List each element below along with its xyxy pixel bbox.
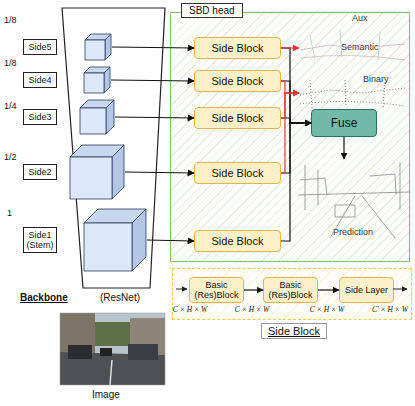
connector-arrow: [343, 137, 344, 159]
process-box: Basic (Res)Block: [189, 277, 244, 303]
edge-sketch: [335, 205, 355, 217]
edge-sketch: [300, 88, 405, 95]
node-label: Side Block: [212, 235, 264, 247]
cube-face: [112, 145, 124, 199]
photo-car: [100, 348, 112, 356]
node-label: Backbone: [20, 292, 68, 303]
edge-sketch: [298, 192, 410, 195]
backbone-stage: Side2: [23, 144, 125, 200]
node-label: SBD head: [181, 3, 243, 18]
edge-sketch: [330, 196, 395, 238]
scale-fraction: 1/4: [4, 101, 17, 111]
backbone-stage: Side5: [23, 33, 112, 61]
cube-face: [85, 40, 105, 60]
group-label: Aux: [352, 13, 368, 23]
edge-sketch: [300, 44, 405, 50]
cube-face: [80, 108, 106, 134]
cube-face: [104, 67, 110, 93]
cube-face: [105, 34, 111, 60]
tensor-dimension: C × H × W: [168, 305, 212, 314]
connector-arrow: [147, 240, 194, 241]
photo-car: [128, 344, 158, 360]
process-box: Side Block: [194, 70, 281, 92]
node-label: Basic (Res)Block: [264, 280, 317, 300]
scale-fraction: 1/8: [4, 15, 17, 25]
aux-connector: [281, 93, 299, 173]
process-box: Basic (Res)Block: [263, 277, 318, 303]
edge-sketch: [300, 55, 405, 60]
tensor-dimension: C × H × W: [230, 305, 274, 314]
output-arrow: [393, 289, 407, 290]
fuse-box: Fuse: [311, 109, 377, 137]
node-label: Side Block: [212, 75, 264, 87]
image-caption: Image: [92, 389, 120, 400]
cube-face: [106, 100, 114, 134]
edge-sketch: [310, 80, 385, 108]
prediction-edge-map: [298, 162, 410, 238]
edge-sketch: [305, 162, 400, 210]
photo-car: [68, 345, 92, 359]
process-box: Side Block: [194, 107, 281, 129]
photo-lane: [110, 360, 112, 385]
backbone-stage: Side4: [23, 66, 111, 94]
connector-arrow: [244, 289, 263, 290]
input-arrow: [176, 289, 187, 290]
node-label: Side Block: [212, 167, 264, 179]
aux-connector: [281, 81, 299, 93]
connector-arrow: [115, 117, 194, 118]
node-label: Side3: [23, 109, 57, 125]
node-label: Side1 (Stem): [23, 227, 57, 253]
node-label: Basic (Res)Block: [190, 280, 243, 300]
tensor-dimension: C' × H × W: [368, 305, 412, 314]
connector-arrow: [111, 80, 194, 81]
output-map: Binary: [299, 73, 409, 113]
backbone-stage: Side3: [23, 99, 115, 135]
connector-arrow: [112, 47, 194, 48]
semantic-edge-map: [300, 30, 405, 60]
trapezoid-outline: [62, 8, 165, 288]
input-photo: [60, 313, 165, 385]
aux-connector: [281, 93, 299, 118]
node-label: Fuse: [331, 116, 358, 130]
output-map: Semantic: [299, 28, 409, 68]
scale-fraction: 1/8: [4, 58, 17, 68]
node-label: Side Layer: [345, 285, 388, 295]
connector-arrow: [318, 289, 339, 290]
node-label: Prediction: [333, 227, 373, 237]
node-label: Side Block: [212, 112, 264, 124]
cube-face: [132, 209, 146, 271]
scale-fraction: 1: [7, 208, 12, 218]
tensor-dimension: C × H × W: [305, 305, 349, 314]
node-label: Side4: [23, 72, 57, 88]
edge-sketch: [300, 101, 405, 106]
node-label: Side5: [23, 39, 57, 55]
photo-sky: [60, 313, 165, 385]
backbone-stage: Side1 (Stem): [23, 208, 147, 272]
scale-fraction: 1/2: [4, 152, 17, 162]
node-label: Side2: [23, 164, 57, 180]
photo-tree: [95, 322, 130, 346]
connector-arrow: [125, 172, 194, 173]
binary-edge-map: [300, 80, 405, 108]
photo-frame: [60, 313, 165, 385]
aux-connector: [281, 47, 299, 48]
node-label: (ResNet): [100, 292, 140, 303]
cube-face: [84, 223, 132, 271]
process-box: Side Block: [194, 37, 281, 59]
process-box: Side Block: [194, 162, 281, 184]
process-box: Side Block: [194, 230, 281, 252]
process-box: Side Layer: [339, 277, 394, 303]
node-label: Side Block: [212, 42, 264, 54]
node-label: Side Block: [261, 323, 327, 339]
cube-face: [84, 73, 104, 93]
edge-sketch: [300, 174, 396, 195]
cube-face: [70, 157, 112, 199]
